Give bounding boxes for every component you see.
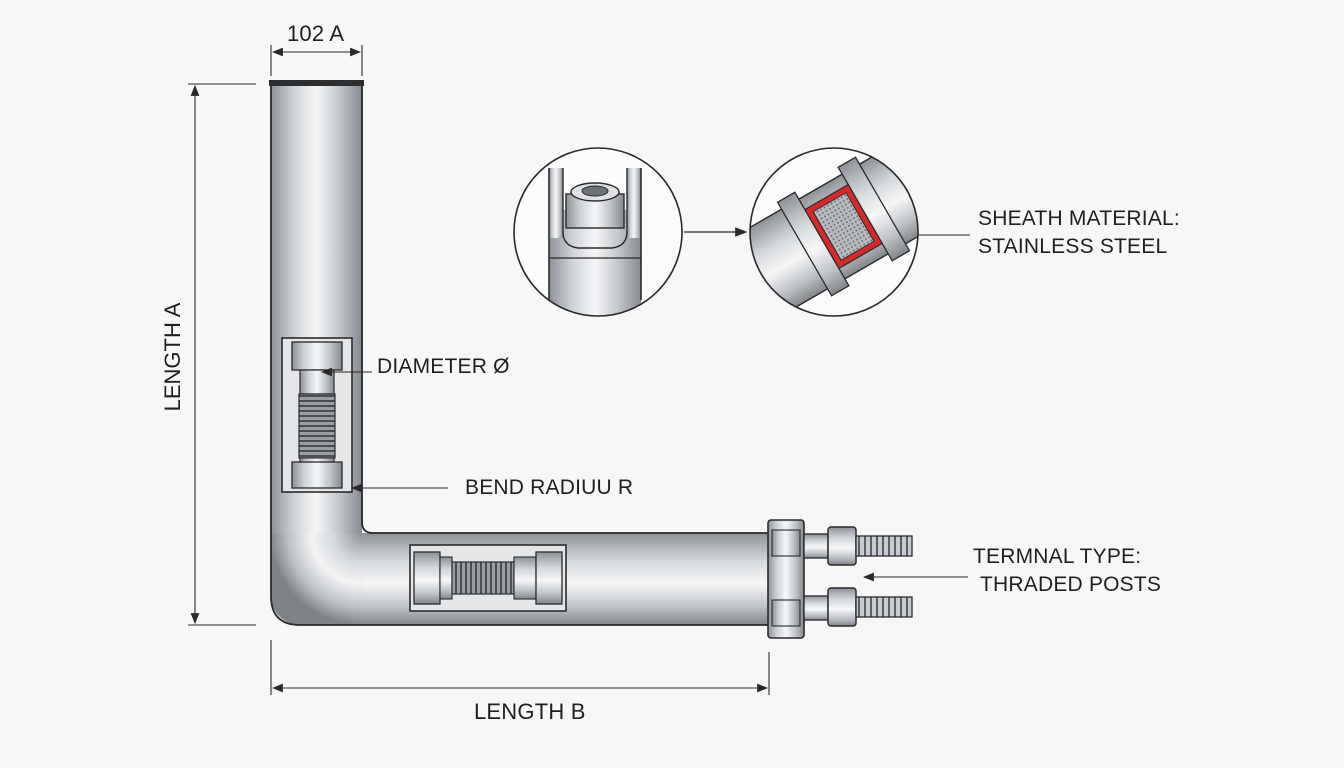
tube-top-cap <box>269 80 364 86</box>
terminal-type-label: TERMNAL TYPE: <box>973 545 1142 568</box>
detail-circle-sheath <box>749 147 919 317</box>
diameter-label: DIAMETER Ø <box>377 355 510 378</box>
detail-circle-tube-end <box>513 147 683 317</box>
vertical-cutaway <box>281 337 353 493</box>
bend-radius-label: BEND RADIUU R <box>465 476 634 499</box>
terminal-type-value: THRADED POSTS <box>980 573 1162 596</box>
vertical-coil <box>298 393 336 459</box>
length-a-label: LENGTH A <box>160 302 185 412</box>
tube-bend <box>271 533 362 625</box>
sheath-material-label: SHEATH MATERIAL: <box>978 207 1180 230</box>
terminal-assembly <box>767 519 913 639</box>
upper-threaded-post <box>855 535 913 557</box>
leader-lines <box>320 234 970 582</box>
horizontal-coil <box>451 561 515 595</box>
length-b-label: LENGTH B <box>474 699 586 724</box>
horizontal-cutaway <box>409 544 567 612</box>
dimension-top-label: 102 A <box>287 21 345 46</box>
sheath-mesh <box>812 192 875 261</box>
lower-threaded-post <box>855 596 913 618</box>
dimension-lines <box>188 45 770 695</box>
upper-post-nut <box>827 526 857 566</box>
lower-post-nut <box>827 587 857 627</box>
sheath-material-value: STAINLESS STEEL <box>978 235 1168 258</box>
